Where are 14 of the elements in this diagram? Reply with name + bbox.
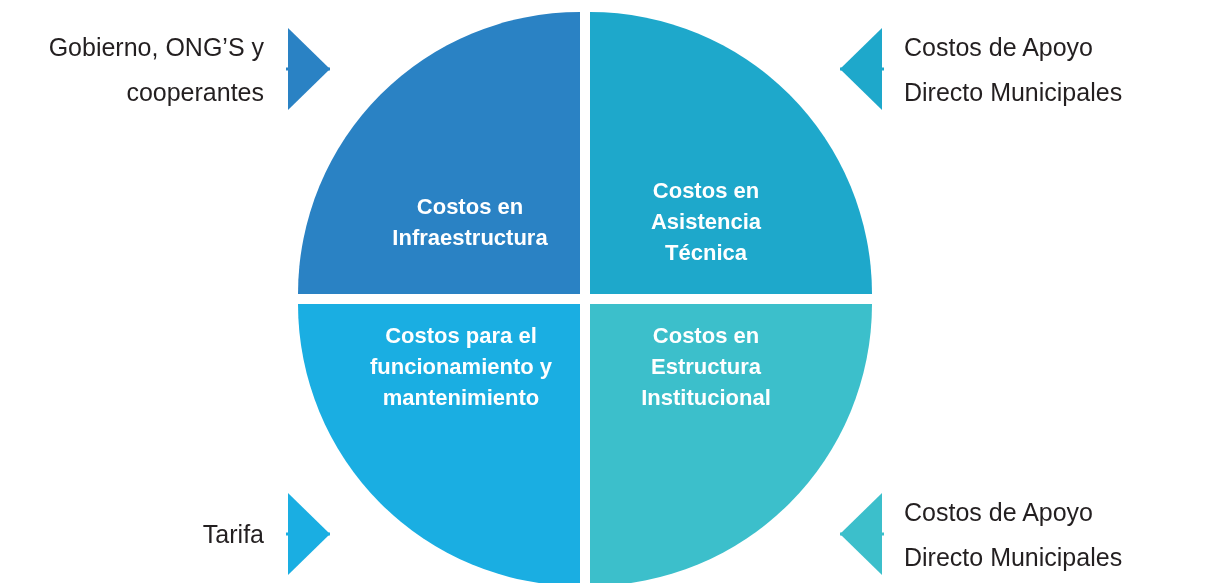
arrow bbox=[286, 28, 330, 110]
segment-label: Costos en Infraestructura bbox=[391, 193, 549, 252]
arrow bbox=[840, 493, 884, 575]
source-label: Gobierno, ONG’S y cooperantes bbox=[0, 25, 286, 115]
segment-label: Costos en Estructura Institucional bbox=[640, 322, 772, 412]
source-label: Costos de Apoyo Directo Municipales bbox=[884, 490, 1151, 580]
arrow bbox=[286, 493, 330, 575]
quadrant-segment bbox=[590, 304, 872, 583]
source-label: Costos de Apoyo Directo Municipales bbox=[884, 25, 1151, 115]
arrow bbox=[840, 28, 884, 110]
quadrant-segment bbox=[298, 304, 580, 583]
segment-label: Costos para el funcionamiento y mantenimiento bbox=[368, 322, 554, 412]
segment-label: Costos en Asistencia Técnica bbox=[649, 177, 763, 267]
source-label: Tarifa bbox=[0, 512, 286, 557]
